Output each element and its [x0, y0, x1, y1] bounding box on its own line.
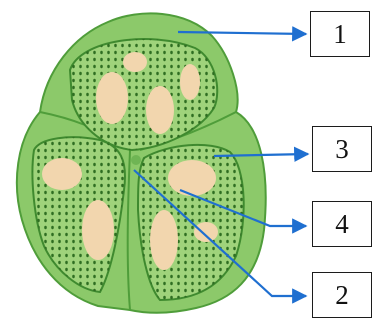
seed-cavity [96, 72, 128, 124]
seed-cavity [146, 86, 174, 134]
seed-cavity [180, 64, 200, 100]
label-box-4: 4 [312, 201, 372, 247]
central-axis [131, 155, 141, 165]
label-box-1: 1 [310, 11, 370, 57]
seed-cavity [168, 160, 216, 196]
seed-cavity [82, 200, 114, 260]
seed-cavity [42, 158, 82, 190]
seed-cavity [123, 52, 147, 72]
label-box-2: 2 [312, 272, 372, 318]
seed-cavity [194, 222, 218, 242]
seed-cavity [150, 210, 178, 270]
label-box-3: 3 [312, 126, 372, 172]
